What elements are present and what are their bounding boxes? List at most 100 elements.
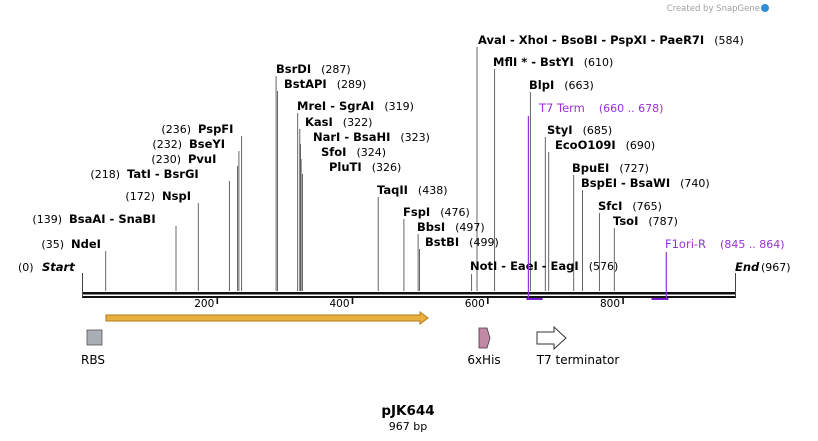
feature-label: 6xHis (467, 353, 500, 367)
primer-f1ori-r[interactable]: F1ori-R(845 .. 864) (651, 237, 785, 300)
his-tag-arrow (478, 327, 491, 349)
scale-tick-label: 200 (194, 298, 214, 310)
site-avai-xhoi-bsobi-pspxi-paer7i[interactable]: AvaI - XhoI - BsoBI - PspXI - PaeR7I (584… (478, 33, 744, 47)
site-bsrdi[interactable]: BsrDI (287) (276, 62, 351, 76)
start-position: (0) (18, 261, 34, 274)
site-position: (685) (583, 124, 613, 137)
site-name: BspEI - BsaWI (581, 176, 670, 190)
site-name: MflI * - BstYI (493, 55, 574, 69)
site-bspei-bsawi[interactable]: BspEI - BsaWI (740) (581, 176, 710, 190)
site-tati-bsrgi[interactable]: (218) TatI - BsrGI (90, 167, 198, 181)
site-pluti[interactable]: PluTI (326) (329, 160, 401, 174)
scale-tick-label: 400 (329, 298, 349, 310)
site-position: (218) (90, 168, 120, 181)
site-sfci[interactable]: SfcI(765) (598, 199, 662, 213)
site-name: FspI (403, 205, 430, 219)
site-position: (236) (161, 123, 191, 136)
site-position: (740) (680, 177, 710, 190)
site-name: PspFI (198, 122, 233, 136)
site-noti-eaei-eagi[interactable]: NotI - EaeI - EagI(576) (470, 259, 618, 273)
plasmid-length: 967 bp (389, 420, 427, 433)
site-position: (35) (41, 238, 64, 251)
site-tsoi[interactable]: TsoI(787) (613, 214, 678, 228)
site-bpuei[interactable]: BpuEI (727) (572, 161, 649, 175)
site-name: BstAPI (284, 77, 327, 91)
site-name: NarI - BsaHI (313, 130, 390, 144)
site-name: PluTI (329, 160, 362, 174)
site-bseyi[interactable]: (232) BseYI (152, 137, 225, 151)
feature-6xhis[interactable]: 6xHis (467, 327, 501, 367)
site-mfli-bstyi[interactable]: MflI * - BstYI (610) (493, 55, 613, 69)
feature-t7-terminator[interactable]: T7 terminator (536, 325, 620, 367)
site-position: (610) (584, 56, 614, 69)
site-name: TaqII (377, 183, 408, 197)
site-name: BstBI (425, 235, 459, 249)
site-name: BsrDI (276, 62, 311, 76)
site-bstapi[interactable]: BstAPI (289) (284, 77, 366, 91)
cds-arrow (105, 311, 429, 325)
site-position: (230) (151, 153, 181, 166)
credit-text: Created by SnapGene (667, 4, 760, 14)
primer-name: T7 Term (538, 101, 585, 115)
snapgene-credit: Created by SnapGene (667, 4, 769, 14)
site-name: StyI (547, 123, 573, 137)
site-styi[interactable]: StyI (685) (547, 123, 612, 137)
site-position: (499) (469, 236, 499, 249)
site-name: SfoI (321, 145, 346, 159)
site-sfoi[interactable]: SfoI(324) (321, 145, 386, 159)
site-position: (476) (440, 206, 470, 219)
site-kasi[interactable]: KasI(322) (305, 115, 372, 129)
primer-range: (660 .. 678) (599, 102, 664, 115)
primer-name: F1ori-R (665, 237, 706, 251)
backbone-top-strand (82, 292, 736, 295)
feature-label: T7 terminator (536, 353, 620, 367)
site-position: (727) (619, 162, 649, 175)
site-nspi[interactable]: (172)NspI (125, 189, 191, 203)
site-mrei-sgrai[interactable]: MreI - SgrAI(319) (297, 99, 414, 113)
terminator-arrow (536, 325, 567, 351)
site-taqii[interactable]: TaqII (438) (377, 183, 448, 197)
site-bstbi[interactable]: BstBI (499) (425, 235, 499, 249)
site-ecoo109i[interactable]: EcoO109I(690) (555, 138, 655, 152)
primer-t7-term[interactable]: T7 Term (660 .. 678) (526, 101, 663, 300)
scale-tick-label: 600 (465, 298, 485, 310)
site-position: (576) (589, 260, 619, 273)
site-position: (289) (337, 78, 367, 91)
site-nari-bsahi[interactable]: NarI - BsaHI(323) (313, 130, 430, 144)
feature-cds[interactable] (105, 311, 429, 325)
site-position: (497) (455, 221, 485, 234)
site-ndei[interactable]: (35) NdeI (41, 237, 101, 251)
site-fspi[interactable]: FspI (476) (403, 205, 470, 219)
site-name: TatI - BsrGI (127, 167, 199, 181)
site-position: (322) (343, 116, 373, 129)
site-name: BpuEI (572, 161, 609, 175)
site-position: (326) (372, 161, 402, 174)
site-blpi[interactable]: BlpI(663) (529, 78, 594, 92)
site-position: (232) (152, 138, 182, 151)
site-bbsi[interactable]: BbsI(497) (417, 220, 485, 234)
site-position: (287) (321, 63, 351, 76)
site-position: (438) (418, 184, 448, 197)
site-name: BsaAI - SnaBI (69, 212, 156, 226)
site-name: EcoO109I (555, 138, 616, 152)
site-name: PvuI (188, 152, 216, 166)
feature-rbs[interactable]: RBS (81, 329, 105, 367)
site-pvui[interactable]: (230) PvuI (151, 152, 216, 166)
site-name: NdeI (71, 237, 101, 251)
features: T7 Term (660 .. 678) F1ori-R(845 .. 864) RB… (81, 101, 785, 367)
backbone-bottom-strand (82, 296, 736, 298)
site-position: (584) (714, 34, 744, 47)
site-name: BseYI (189, 137, 225, 151)
site-name: TsoI (613, 214, 638, 228)
site-pspfi[interactable]: (236) PspFI (161, 122, 233, 136)
site-name: AvaI - XhoI - BsoBI - PspXI - PaeR7I (478, 33, 704, 47)
site-name: BlpI (529, 78, 554, 92)
site-bsaai-snabi[interactable]: (139)BsaAI - SnaBI (32, 212, 155, 226)
site-lines (105, 47, 615, 291)
site-name: SfcI (598, 199, 622, 213)
snapgene-logo-icon (761, 4, 769, 12)
rbs-box (86, 329, 103, 346)
site-name: MreI - SgrAI (297, 99, 374, 113)
